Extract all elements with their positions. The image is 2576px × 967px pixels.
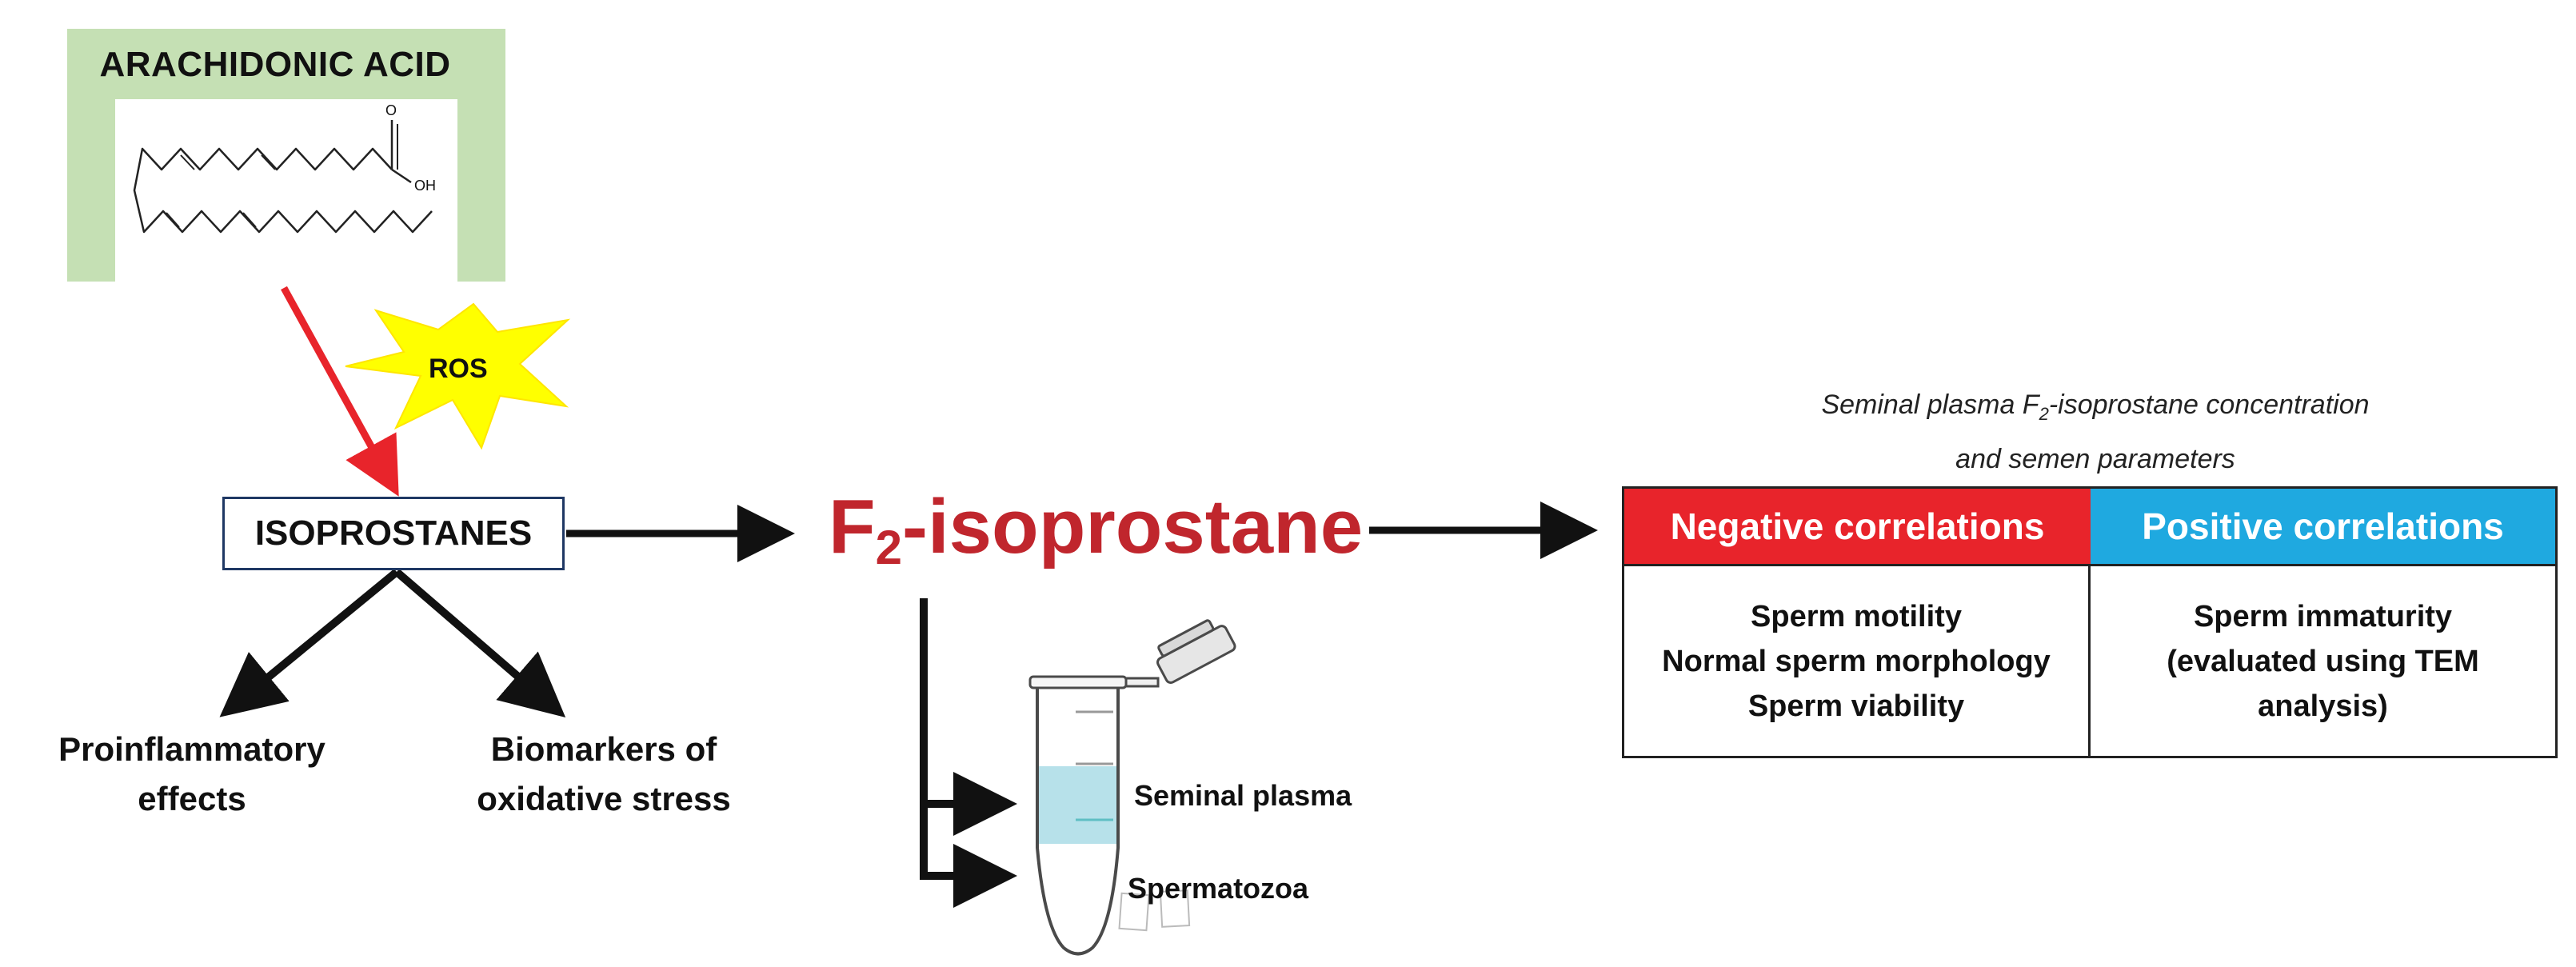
tube-liquid	[1037, 766, 1118, 844]
positive-correlations-header: Positive correlations	[2091, 489, 2555, 564]
microcentrifuge-tube	[1028, 619, 1236, 956]
correlations-table: Negative correlations Positive correlati…	[1622, 486, 2558, 758]
proinflammatory-line2: effects	[138, 780, 246, 817]
negative-item: Sperm viability	[1747, 689, 1965, 723]
ros-burst	[345, 302, 571, 450]
correlations-caption: Seminal plasma F2-isoprostane concentrat…	[1631, 382, 2559, 482]
f2-suffix: -isoprostane	[902, 484, 1364, 569]
biomarkers-line2: oxidative stress	[477, 780, 731, 817]
seminal-plasma-label: Seminal plasma	[1134, 779, 1352, 812]
oxidative-stress-label: Biomarkers of oxidative stress	[432, 725, 776, 824]
f2-prefix: F	[829, 484, 876, 569]
positive-item: Sperm immaturity	[2193, 599, 2453, 633]
biomarkers-line1: Biomarkers of	[490, 730, 717, 768]
caption-sub: 2	[2039, 403, 2049, 424]
negative-correlations-header: Negative correlations	[1624, 489, 2091, 564]
negative-item: Normal sperm morphology	[1662, 644, 2051, 678]
spermatozoa-cell-a	[1118, 892, 1150, 932]
to-proinflammatory-arrow	[219, 569, 400, 717]
precursor-title: ARACHIDONIC ACID	[99, 45, 451, 84]
isoprostanes-node: ISOPROSTANES	[222, 497, 565, 570]
carboxyl-oxygen-label: O	[385, 102, 397, 118]
f2-isoprostane-title: F2-isoprostane	[829, 483, 1363, 575]
carboxyl-hydroxyl-label: OH	[414, 178, 436, 194]
isoprostanes-label: ISOPROSTANES	[254, 513, 533, 553]
tube-body	[1036, 688, 1120, 956]
to-biomarkers-arrow	[393, 569, 566, 718]
f2-subscript: 2	[875, 521, 903, 574]
proinflammatory-line1: Proinflammatory	[58, 730, 325, 768]
arachidonic-acid-structure	[133, 120, 433, 234]
tube-hinge	[1124, 677, 1160, 688]
positive-item: (evaluated using TEM	[2167, 644, 2479, 678]
tube-rim	[1028, 675, 1128, 689]
positive-correlations-cell: Sperm immaturity (evaluated using TEM an…	[2091, 564, 2555, 756]
positive-item: analysis)	[2258, 689, 2388, 723]
caption-part2: -isoprostane concentration	[2048, 390, 2370, 420]
spermatozoa-cell-b	[1159, 889, 1191, 928]
ros-label: ROS	[429, 354, 488, 384]
spermatozoa-label: Spermatozoa	[1128, 872, 1309, 905]
proinflammatory-effects-label: Proinflammatory effects	[24, 725, 360, 824]
caption-line2: and semen parameters	[1955, 443, 2235, 474]
negative-correlations-cell: Sperm motility Normal sperm morphology S…	[1624, 564, 2091, 756]
oxidation-arrow	[281, 286, 399, 497]
precursor-frame	[67, 29, 505, 282]
negative-item: Sperm motility	[1751, 599, 1962, 633]
caption-part1: Seminal plasma F	[1821, 390, 2039, 420]
